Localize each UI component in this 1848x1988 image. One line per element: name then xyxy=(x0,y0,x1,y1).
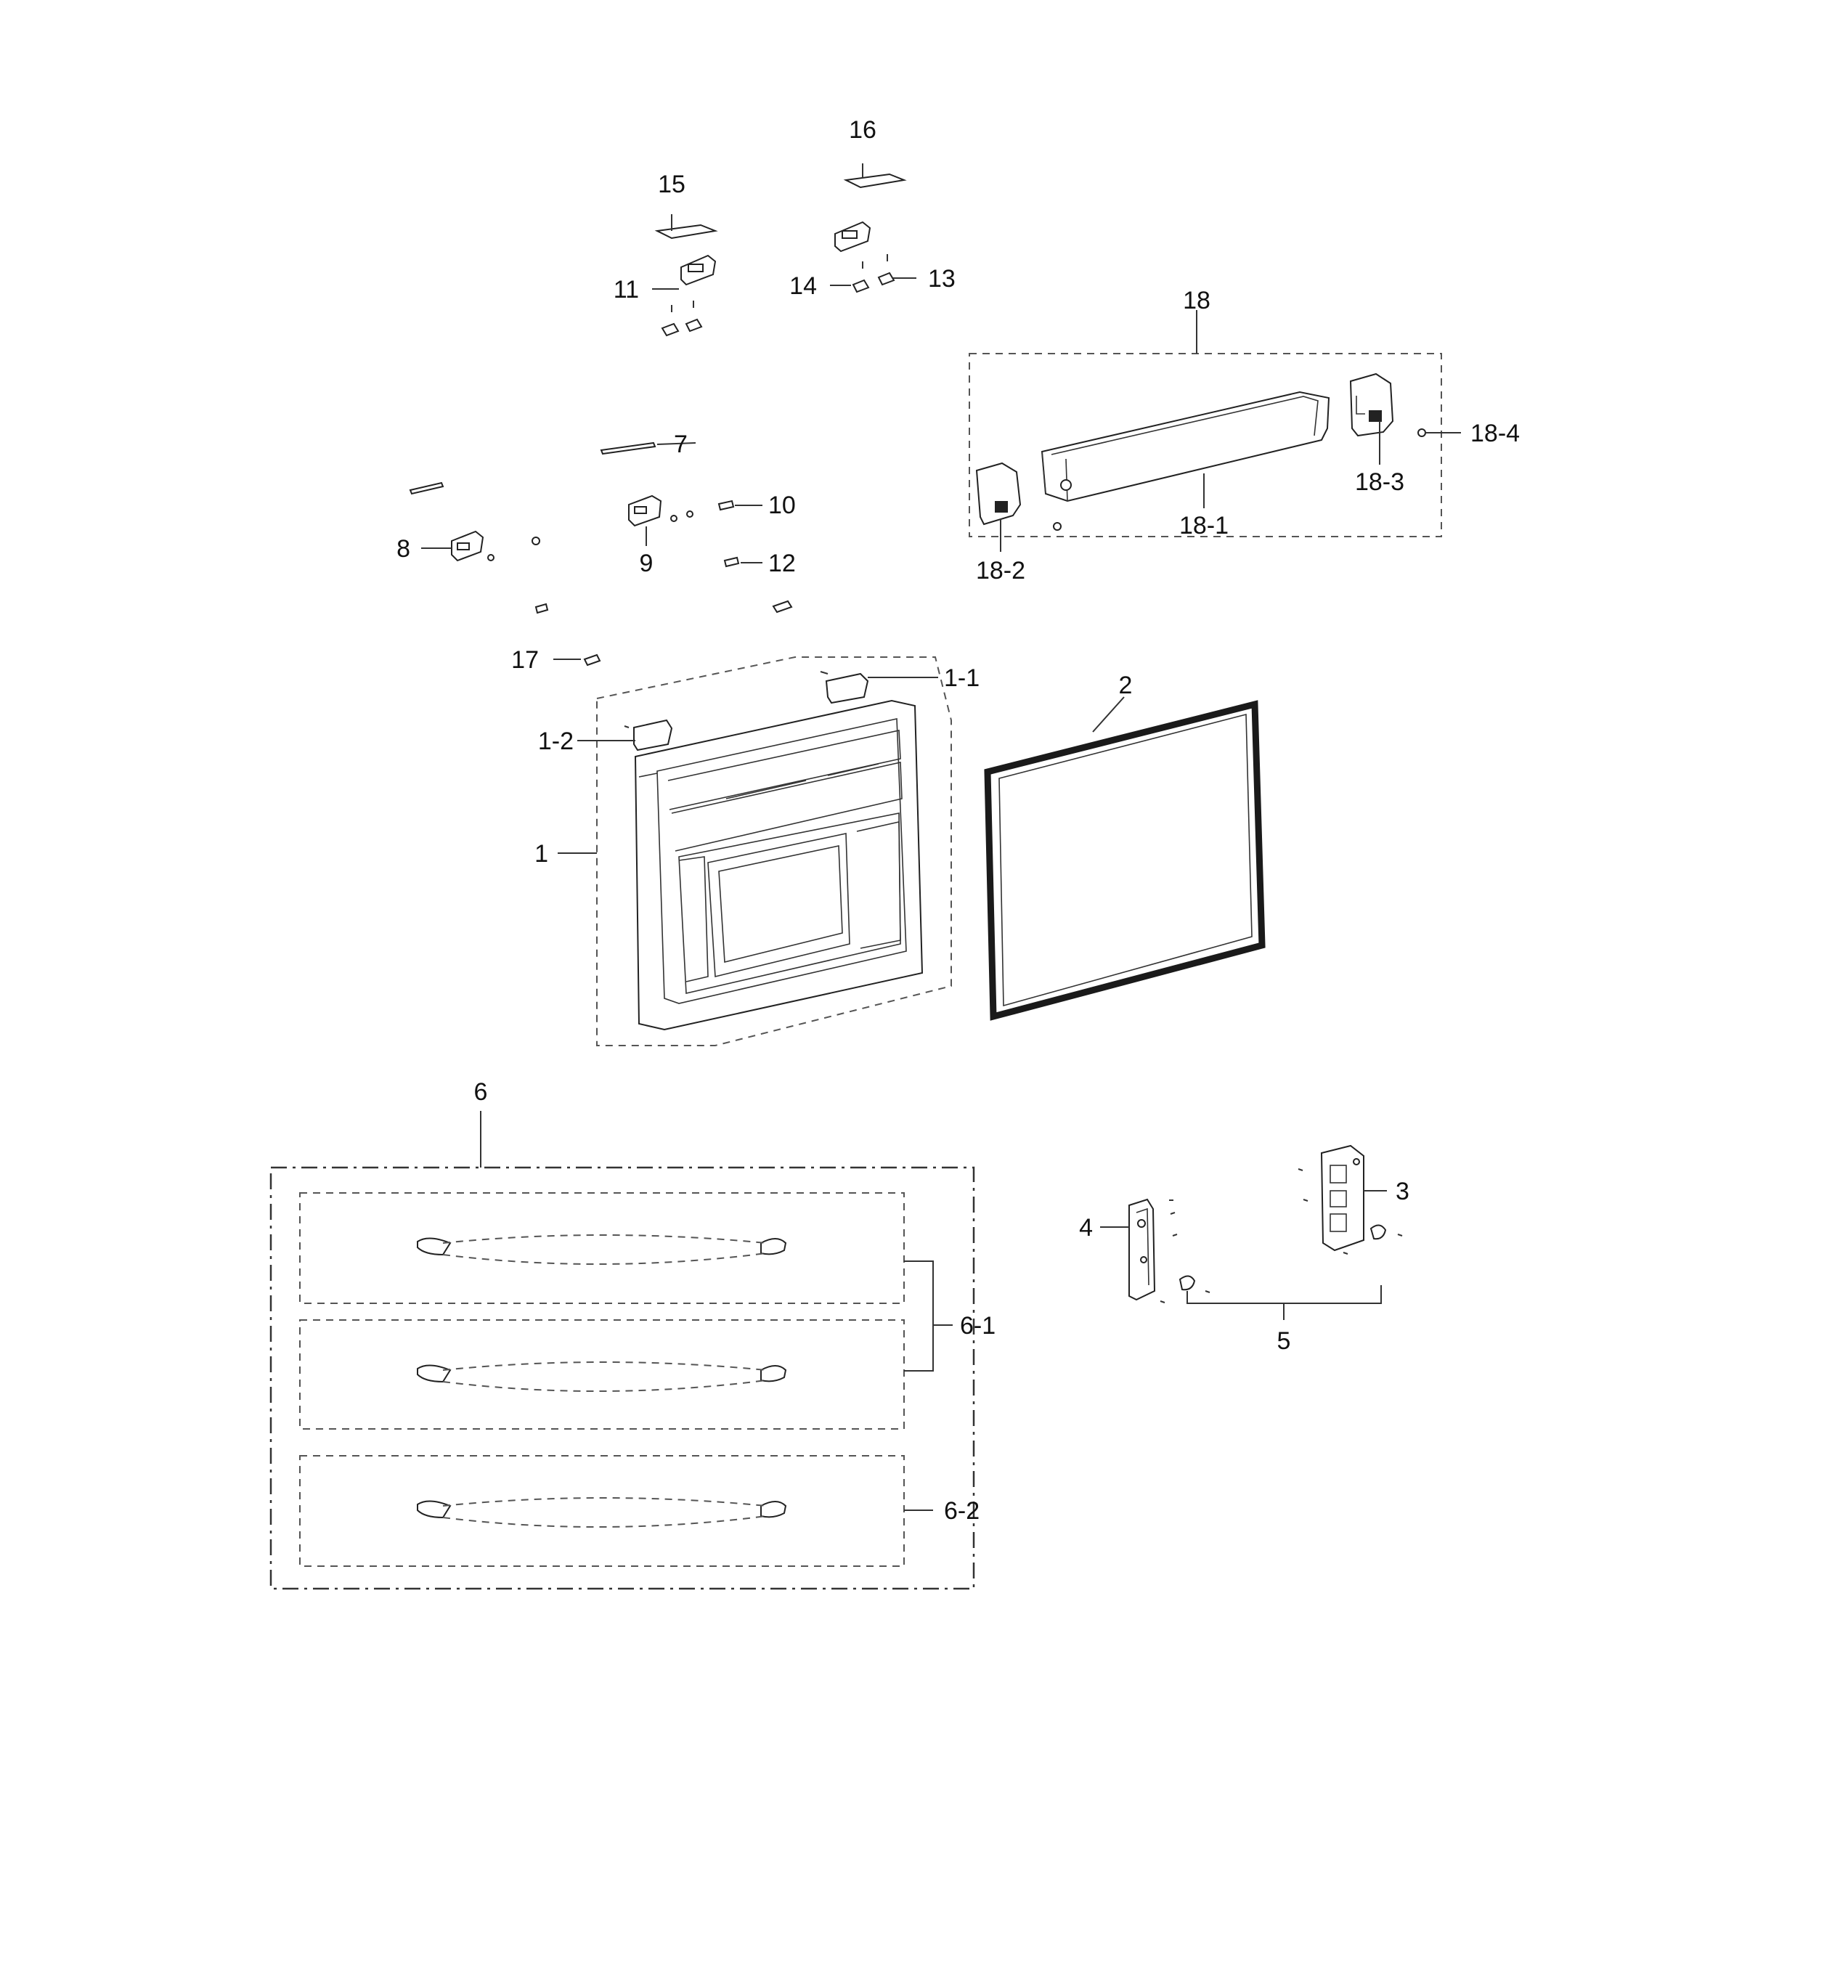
assembly-1-box xyxy=(596,656,952,1046)
drawer-6-1-upper xyxy=(299,1192,905,1304)
screw-lower-left xyxy=(534,603,549,614)
door-bin-18-1 xyxy=(1041,391,1330,502)
callout-18-3: 18-3 xyxy=(1355,468,1404,496)
callout-12: 12 xyxy=(768,550,796,577)
drawer-6-1-middle xyxy=(299,1319,905,1430)
screw xyxy=(670,515,677,522)
callout-16: 16 xyxy=(849,116,876,144)
part-16-cover xyxy=(843,173,907,189)
small-parts-cluster xyxy=(409,441,793,667)
callout-3: 3 xyxy=(1396,1178,1409,1205)
hinge-slot xyxy=(842,230,858,239)
bin-end-cap-18-3 xyxy=(1349,372,1394,437)
callout-10: 10 xyxy=(768,492,796,519)
bracket-6-1 xyxy=(904,1260,934,1372)
clip-lower-right xyxy=(772,600,793,614)
bracket-slot xyxy=(457,542,470,550)
door-frame-1 xyxy=(634,699,924,1031)
part-12-bolt xyxy=(723,556,740,568)
part-7-pin xyxy=(600,441,656,455)
door-bracket-1-1 xyxy=(820,671,869,704)
callout-18-2: 18-2 xyxy=(976,557,1025,584)
assembly-18-box xyxy=(969,353,1442,537)
hinge-assembly-left xyxy=(654,224,718,337)
part-11-slot xyxy=(688,264,704,272)
callout-2: 2 xyxy=(1119,672,1133,699)
part-14-nut xyxy=(852,279,870,293)
bracket-5 xyxy=(1186,1285,1382,1304)
part-13-nut xyxy=(877,272,895,286)
callout-5: 5 xyxy=(1277,1327,1291,1355)
assembly-6-box xyxy=(269,1166,975,1590)
bracket-3 xyxy=(1298,1144,1403,1255)
callout-18-4: 18-4 xyxy=(1470,420,1520,447)
part-11-nut-b xyxy=(685,318,703,333)
part-15-cover xyxy=(654,224,718,240)
door-gasket-2 xyxy=(984,700,1266,1021)
pin-left xyxy=(409,481,444,495)
callout-15: 15 xyxy=(658,171,685,198)
callout-6: 6 xyxy=(474,1078,488,1106)
bin-end-cap-18-2 xyxy=(975,462,1062,531)
part-17-clip xyxy=(583,653,601,667)
cap-18-2-texture xyxy=(995,501,1008,513)
callout-18: 18 xyxy=(1183,287,1210,314)
drawer-6-2-lower xyxy=(299,1455,905,1567)
screw xyxy=(532,537,540,545)
part-11-nut-a xyxy=(661,322,680,337)
part-18-4-screw xyxy=(1417,428,1426,437)
callout-1: 1 xyxy=(534,840,548,868)
callout-6-2: 6-2 xyxy=(944,1497,980,1525)
callout-8: 8 xyxy=(396,535,410,563)
bracket-4 xyxy=(1128,1198,1178,1303)
callout-7: 7 xyxy=(674,431,688,458)
part-10-bolt xyxy=(717,500,735,511)
door-bracket-1-2 xyxy=(624,719,673,751)
callout-1-2: 1-2 xyxy=(538,728,574,755)
leader-lines xyxy=(421,163,1461,1511)
washers-5 xyxy=(1179,1275,1382,1320)
screw xyxy=(1053,522,1062,531)
callout-4: 4 xyxy=(1079,1214,1093,1242)
screw xyxy=(686,510,693,518)
screw xyxy=(487,554,494,561)
callout-17: 17 xyxy=(511,646,539,674)
callout-11: 11 xyxy=(614,276,639,304)
callout-9: 9 xyxy=(640,550,654,577)
callout-1-1: 1-1 xyxy=(944,664,980,692)
callout-13: 13 xyxy=(928,265,956,293)
callout-18-1: 18-1 xyxy=(1179,512,1229,539)
bracket-slot xyxy=(634,506,647,514)
hinge-assembly-right xyxy=(834,173,907,293)
callout-labels: 16 15 11 14 13 18 7 18-4 18-3 10 18-1 8 … xyxy=(396,116,1520,1525)
callout-14: 14 xyxy=(789,272,817,300)
callout-6-1: 6-1 xyxy=(960,1312,996,1340)
cap-18-3-texture xyxy=(1369,410,1382,422)
